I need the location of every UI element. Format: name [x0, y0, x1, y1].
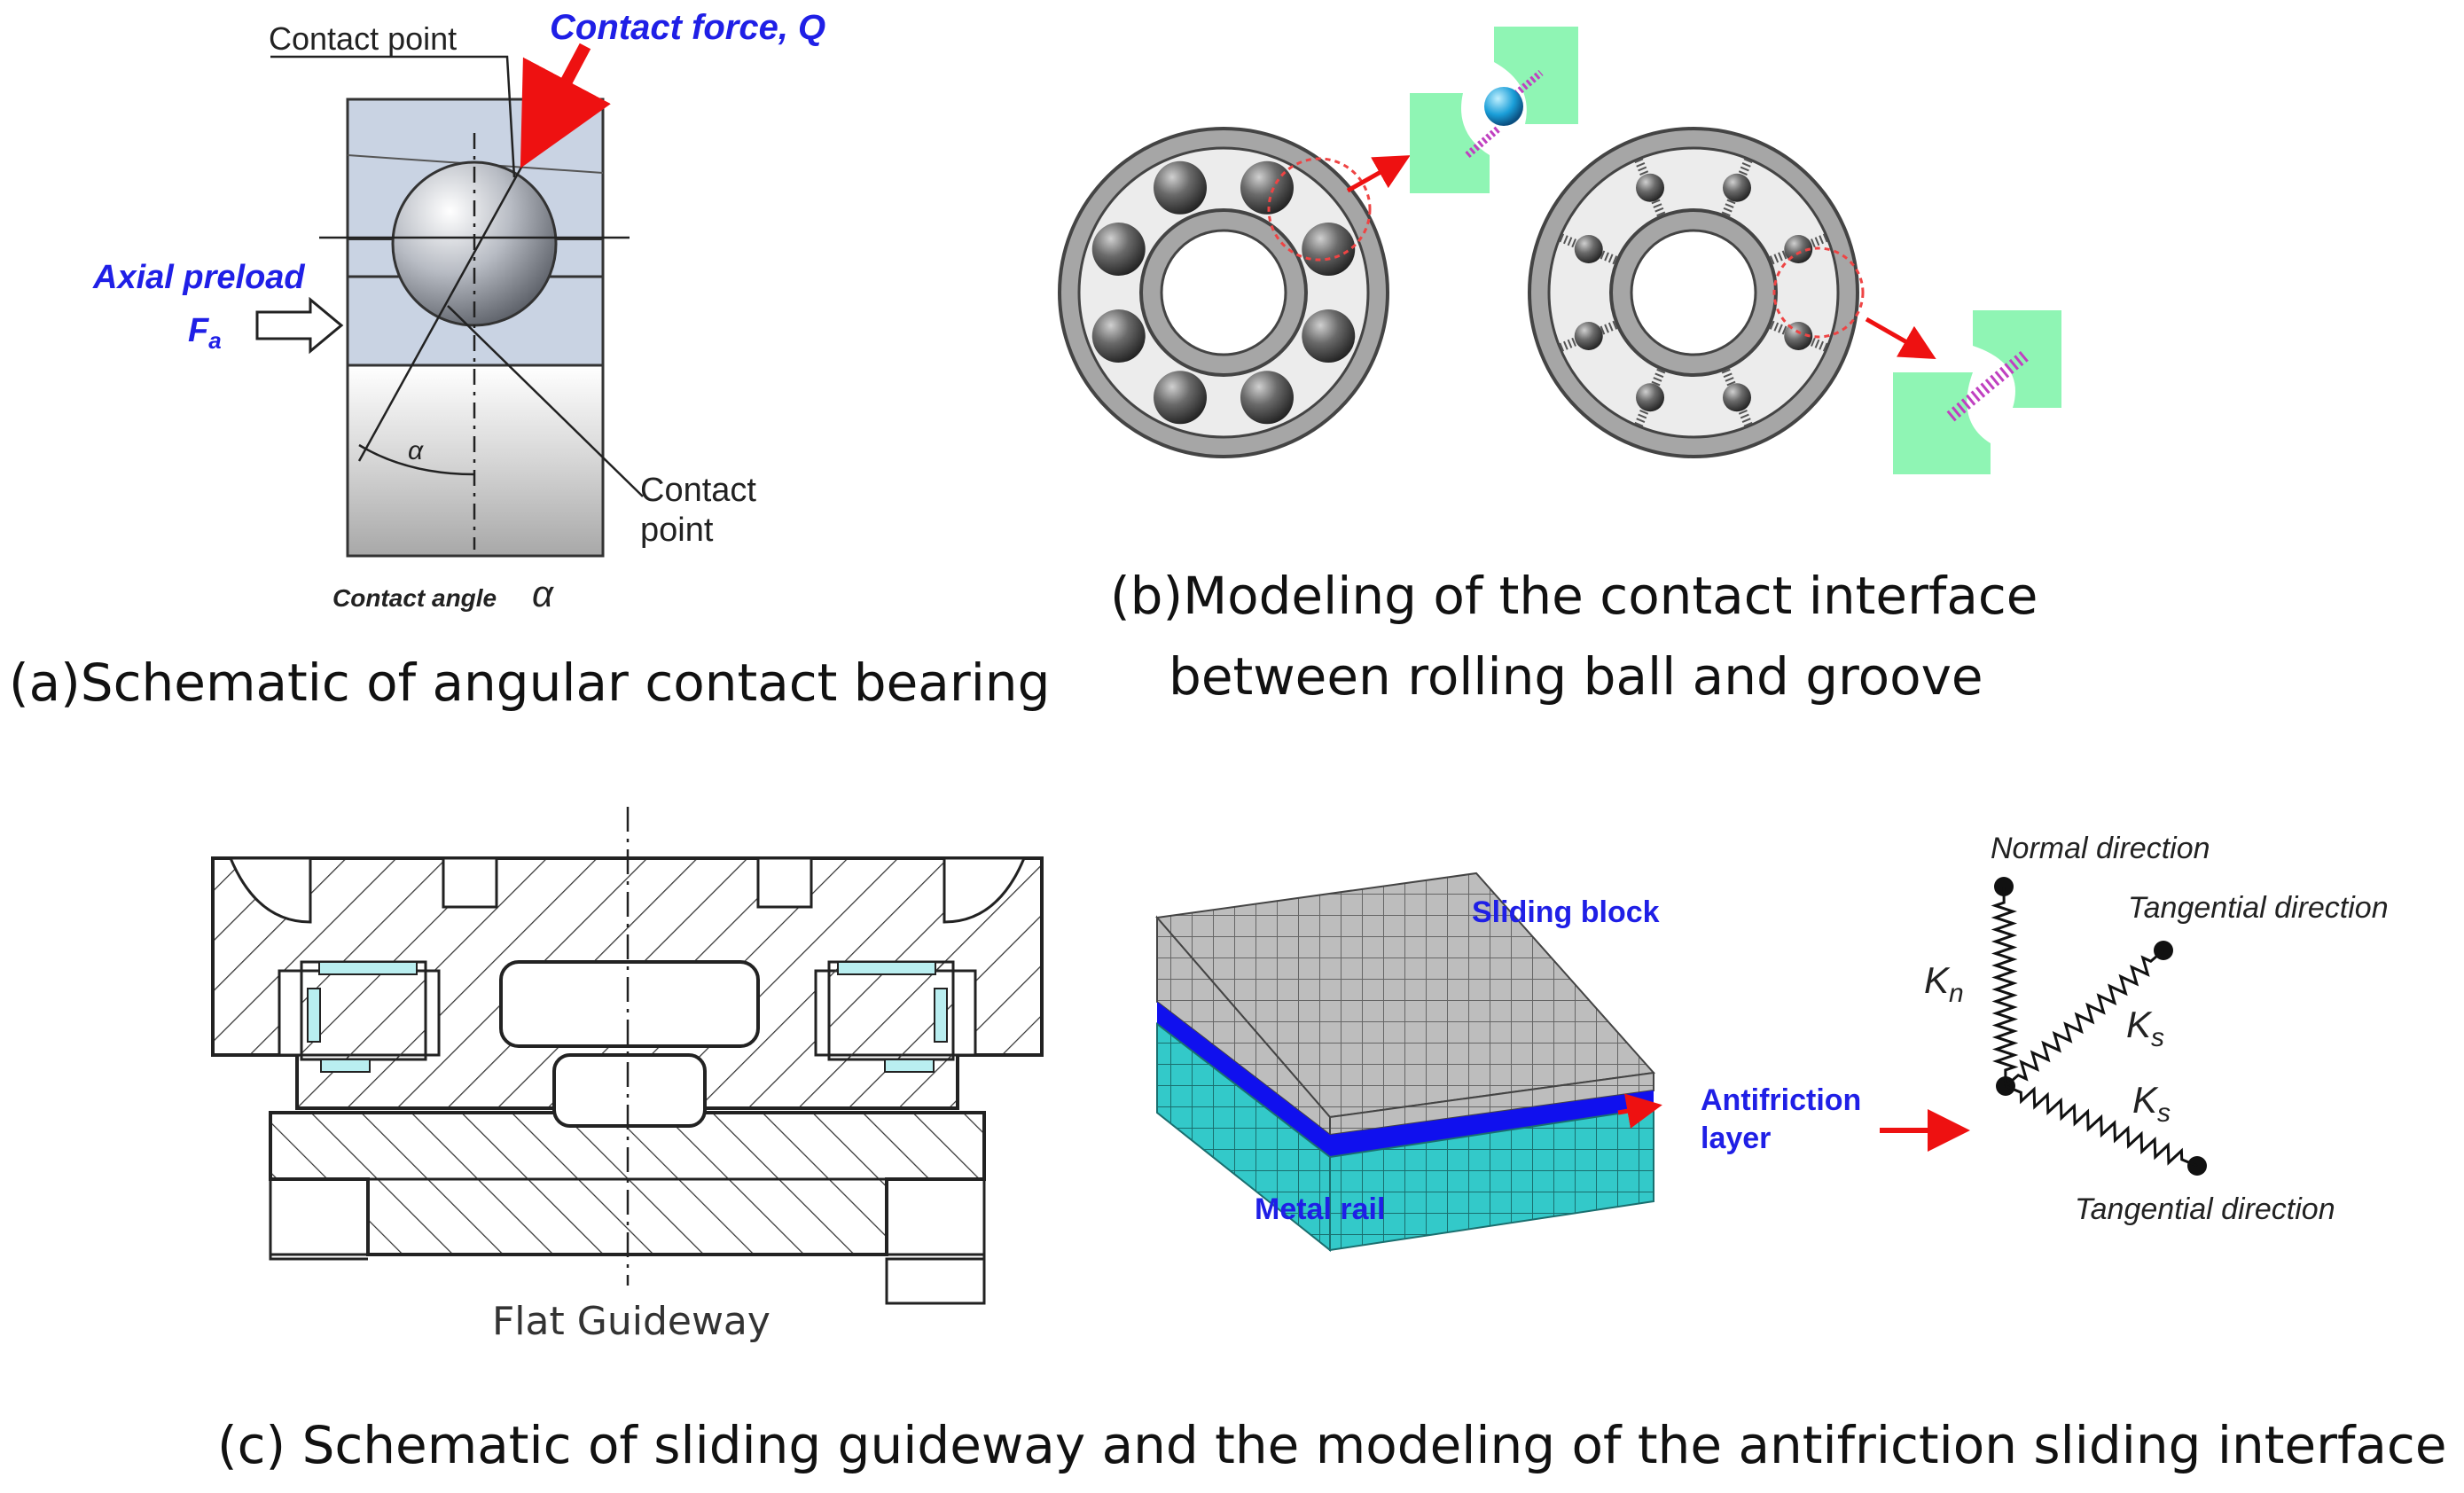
- spring-kn: [1991, 886, 2019, 1087]
- metal-rail-label: Metal rail: [1255, 1192, 1385, 1226]
- tangential-direction-top-label: Tangential direction: [2128, 891, 2389, 925]
- contact-point-bottom-label-2: point: [640, 512, 714, 549]
- bearing-rolling-ball: [1240, 160, 1294, 215]
- bearing-spring: [1634, 368, 1666, 427]
- spring-ks-bottom: [2005, 1084, 2198, 1168]
- antifriction-label-1: Antifriction: [1701, 1083, 1861, 1117]
- contact-force-label: Contact force, Q: [550, 8, 825, 47]
- alpha-symbol: α: [408, 436, 424, 465]
- bearing-rolling-ball: [1091, 223, 1146, 277]
- panel-c-fe-mesh: Sliding block Antifriction layer Metal r…: [1155, 872, 1970, 1253]
- bearing-rolling-ball: [1574, 235, 1603, 264]
- spring-ks-top: [2005, 949, 2164, 1088]
- bearing-spring: [1721, 368, 1753, 427]
- panel-c-caption: (c) Schematic of sliding guideway and th…: [217, 1415, 2447, 1475]
- panel-c-spring-model: Normal direction Tangential direction Ta…: [1924, 832, 2389, 1226]
- bearing-rolling-ball: [1722, 173, 1751, 202]
- contact-point-bottom-label-1: Contact: [640, 472, 756, 509]
- panel-b-caption-1: (b)Modeling of the contact interface: [1110, 566, 2038, 626]
- bearing-rolling-ball: [1722, 383, 1751, 412]
- panel-a-caption: (a)Schematic of angular contact bearing: [9, 653, 1050, 713]
- ks-symbol-2: Ks: [2132, 1079, 2171, 1128]
- sliding-block-label: Sliding block: [1472, 895, 1660, 929]
- panel-c-guideway-drawing: Flat Guideway: [211, 807, 1044, 1344]
- zoom-circle-right: [1772, 246, 1865, 339]
- bearing-spring: [1559, 233, 1618, 265]
- bearing-rolling-ball: [1302, 223, 1356, 277]
- flat-guideway-label: Flat Guideway: [492, 1299, 770, 1344]
- tangential-direction-bottom-label: Tangential direction: [2075, 1192, 2335, 1226]
- contact-point-top-label: Contact point: [269, 20, 457, 57]
- bearing-spring: [1769, 233, 1828, 265]
- bearing-rolling-ball: [1240, 371, 1294, 425]
- contact-force-arrow: [520, 43, 611, 168]
- bearing-spring-model: [1528, 127, 1936, 458]
- bearing-rolling-ball: [1091, 309, 1146, 363]
- panel-b-caption-2: between rolling ball and groove: [1169, 646, 1983, 707]
- normal-direction-label: Normal direction: [1991, 832, 2210, 865]
- antifriction-label-2: layer: [1701, 1122, 1771, 1155]
- groove-detail-spring: [1893, 310, 2061, 474]
- axial-preload-label: Axial preload: [92, 259, 305, 296]
- contact-angle-label: Contact angle: [332, 584, 497, 612]
- axial-preload-symbol: Fa: [188, 312, 222, 354]
- kn-symbol: Kn: [1924, 959, 1964, 1008]
- bearing-spring: [1634, 158, 1666, 217]
- bearing-spring: [1559, 320, 1618, 352]
- panel-a-bearing: Contact point Contact force, Q Axial pre…: [9, 8, 1050, 713]
- bearing-rolling-ball: [1574, 321, 1603, 350]
- bearing-rolling-ball: [1302, 309, 1356, 363]
- bearing-spring: [1769, 320, 1828, 352]
- axial-preload-arrow: [255, 296, 344, 355]
- bearing-rolling-ball: [1154, 160, 1208, 215]
- bearing-rolling-ball: [1636, 383, 1665, 412]
- bearing-rolling-ball: [1636, 173, 1665, 202]
- panel-b-ball-bearing-models: (b)Modeling of the contact interface bet…: [1058, 27, 2061, 707]
- groove-detail-ball: [1410, 27, 1578, 193]
- bearing-rolling-ball: [1154, 371, 1208, 425]
- bearing-spring: [1721, 158, 1753, 217]
- ks-symbol-1: Ks: [2126, 1004, 2164, 1052]
- zoom-circle-left: [1267, 157, 1372, 262]
- antifriction-layer: [1157, 1002, 1654, 1157]
- contact-angle-symbol: α: [532, 573, 554, 614]
- bearing-solid-model: [1058, 127, 1411, 458]
